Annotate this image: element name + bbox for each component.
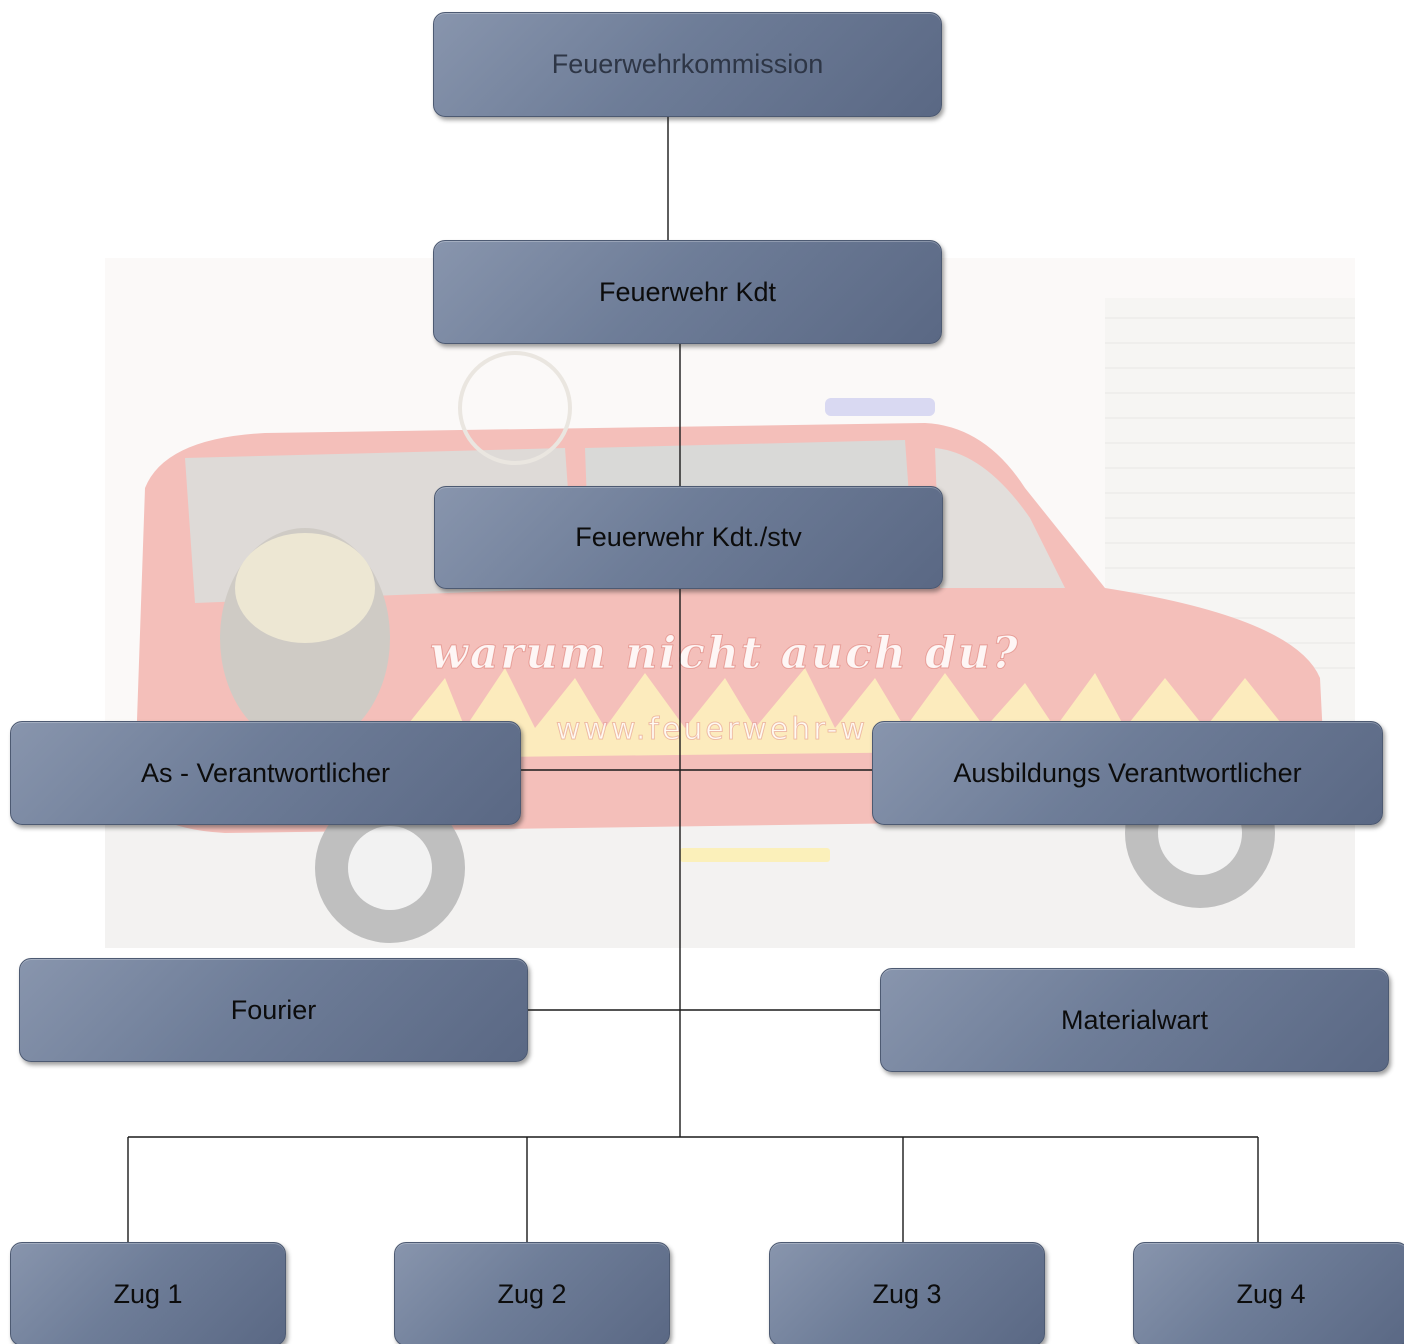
fire-truck-background-image (105, 258, 1355, 948)
node-zug-1: Zug 1 (10, 1242, 286, 1344)
node-label: Materialwart (1060, 1004, 1209, 1035)
node-label: Zug 1 (113, 1278, 183, 1309)
node-feuerwehr-kdt: Feuerwehr Kdt (433, 240, 942, 344)
node-fourier: Fourier (19, 958, 528, 1062)
node-label: Feuerwehr Kdt (598, 276, 777, 307)
node-label: Zug 2 (497, 1278, 567, 1309)
node-label: Ausbildungs Verantwortlicher (953, 757, 1302, 788)
node-zug-3: Zug 3 (769, 1242, 1045, 1344)
node-label: As - Verantwortlicher (140, 757, 391, 788)
node-zug-4: Zug 4 (1133, 1242, 1404, 1344)
node-as-verantwortlicher: As - Verantwortlicher (10, 721, 521, 825)
background-slogan: warum nicht auch du? (430, 628, 1020, 680)
node-feuerwehrkommission: Feuerwehrkommission (433, 12, 942, 117)
node-label: Feuerwehr Kdt./stv (575, 522, 802, 552)
node-feuerwehr-kdt-stv: Feuerwehr Kdt./stv (434, 486, 943, 589)
node-label: Feuerwehrkommission (551, 49, 824, 79)
node-zug-2: Zug 2 (394, 1242, 670, 1344)
node-materialwart: Materialwart (880, 968, 1389, 1072)
node-ausbildungs-verantwortlicher: Ausbildungs Verantwortlicher (872, 721, 1383, 825)
node-label: Zug 3 (872, 1278, 942, 1309)
node-label: Fourier (230, 994, 317, 1025)
node-label: Zug 4 (1236, 1278, 1306, 1309)
background-url-text: www.feuerwehr-w (556, 712, 868, 747)
